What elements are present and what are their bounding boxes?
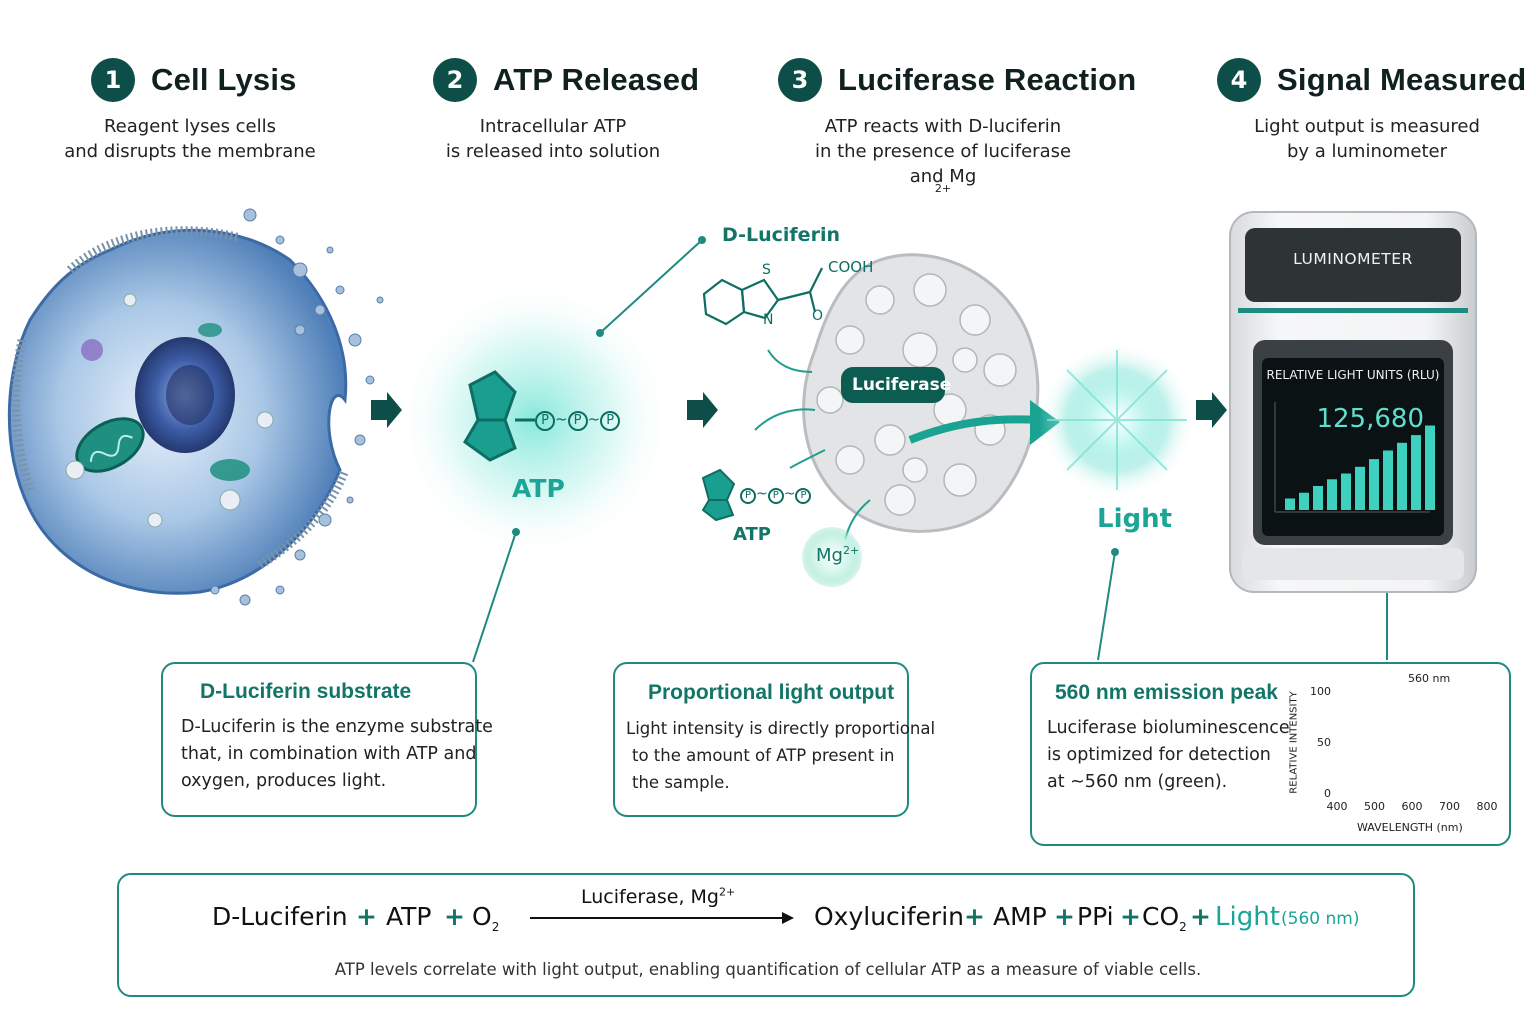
light-burst [1039,342,1195,498]
x-tick-label: 500 [1364,800,1385,813]
luciferase-label: Luciferase [852,375,952,395]
y-tick-label: 0 [1324,787,1331,800]
rlu-reading: 125,680 [1316,404,1424,434]
oxygen-atom-label: O [812,308,824,324]
info-emission-title: 560 nm emission peak [1055,681,1278,704]
equation-row: D-Luciferin + ATP + O2 Oxyluciferin + AM… [0,902,1536,942]
rlu-bar [1327,479,1337,510]
step-1-number: 1 [91,58,135,102]
d-luciferin-label: D-Luciferin [722,224,840,246]
rlu-bar [1313,486,1323,510]
d-luciferin-structure [702,267,823,326]
lysed-cell [7,208,384,606]
eq-reactant-2: ATP [386,902,432,931]
info-box-emission [1030,662,1511,846]
chart-ylabel: RELATIVE INTENSITY [1288,691,1300,794]
rlu-bar [1355,466,1365,510]
phosphate-2: P [567,411,588,431]
step-2-number: 2 [433,58,477,102]
eq-plus-1: + [356,902,377,931]
phosphate-3: P [600,411,621,431]
mg-label: Mg2+ [816,544,860,566]
small-phosphate-2: P [767,488,784,504]
chart-xlabel: WAVELENGTH (nm) [1357,821,1463,834]
rlu-bar-chart [1285,425,1435,510]
small-phosphate-3: P [795,488,812,504]
step-4-header: 4 Signal Measured [1217,58,1526,102]
atp-small-label: ATP [733,524,772,545]
step-1-header: 1 Cell Lysis [91,58,297,102]
step-4-number: 4 [1217,58,1261,102]
eq-product-2: AMP [993,902,1047,931]
info-box-substrate [161,662,477,817]
eq-plus-6: + [1190,902,1211,931]
equation-box [117,873,1415,997]
mg-ion [802,527,862,587]
y-tick-label: 50 [1317,736,1331,749]
step-3-header: 3 Luciferase Reaction [778,58,1136,102]
step-3-title: Luciferase Reaction [838,62,1137,97]
rlu-bar [1369,459,1379,510]
nitrogen-atom-label: N [763,312,774,328]
info-proportional-text: Light intensity is directly proportional… [626,719,936,792]
atp-phosphate-chain: P~P~P [535,410,621,431]
x-tick-label: 600 [1401,800,1423,813]
eq-plus-4: + [1054,902,1075,931]
equation-note: ATP levels correlate with light output, … [334,960,1202,979]
eq-plus-3: + [964,902,985,931]
rlu-bar [1397,442,1407,510]
eq-product-5: Light [1215,902,1280,932]
atp-molecule [463,370,535,462]
chart-peak-label: 560 nm [1408,672,1451,685]
eq-reactant-1: D-Luciferin [212,902,348,931]
atp-small-molecule [701,468,736,522]
atp-small-phosphate-chain: P~P~P [740,486,812,504]
eq-plus-5: + [1120,902,1141,931]
x-tick-label: 800 [1476,800,1498,813]
y-tick-label: 100 [1310,685,1331,698]
eq-product-1: Oxyluciferin [814,902,964,931]
eq-product-5-note: (560 nm) [1281,909,1360,929]
atp-released-label: ATP [512,474,565,503]
luminometer-brand: LUMINOMETER [1293,250,1413,268]
rlu-bar [1411,435,1421,510]
reaction-arrow [908,415,1041,444]
eq-product-3: PPi [1077,902,1114,931]
luminometer-device [1229,211,1477,593]
x-tick-label: 400 [1326,800,1348,813]
rlu-bar [1341,473,1351,510]
flow-arrows [371,392,1227,428]
phosphate-1: P [535,411,555,431]
info-substrate-title: D-Luciferin substrate [200,680,412,703]
eq-reactant-3: O2 [472,902,500,934]
info-box-proportional [613,662,909,817]
cooh-label: COOH [828,258,874,276]
sulfur-atom-label: S [762,262,771,278]
rlu-bar [1285,498,1295,510]
step-2-header: 2 ATP Released [433,58,699,102]
eq-plus-2: + [444,902,465,931]
rlu-bar [1383,450,1393,510]
x-tick-label: 700 [1439,800,1460,813]
step-1-title: Cell Lysis [151,62,297,97]
step-3-number: 3 [778,58,822,102]
step-4-title: Signal Measured [1277,62,1527,97]
catalyst-label: Luciferase, Mg2+ [581,885,736,908]
luciferase-pill [841,367,945,403]
rlu-bar [1299,492,1309,510]
screen-title: RELATIVE LIGHT UNITS (RLU) [1266,368,1440,382]
small-phosphate-1: P [740,488,756,504]
light-label: Light [1097,504,1173,534]
info-proportional-title: Proportional light output [648,681,895,704]
rlu-bar [1425,425,1435,510]
eq-product-4: CO2 [1142,902,1187,934]
step-2-title: ATP Released [493,62,700,97]
